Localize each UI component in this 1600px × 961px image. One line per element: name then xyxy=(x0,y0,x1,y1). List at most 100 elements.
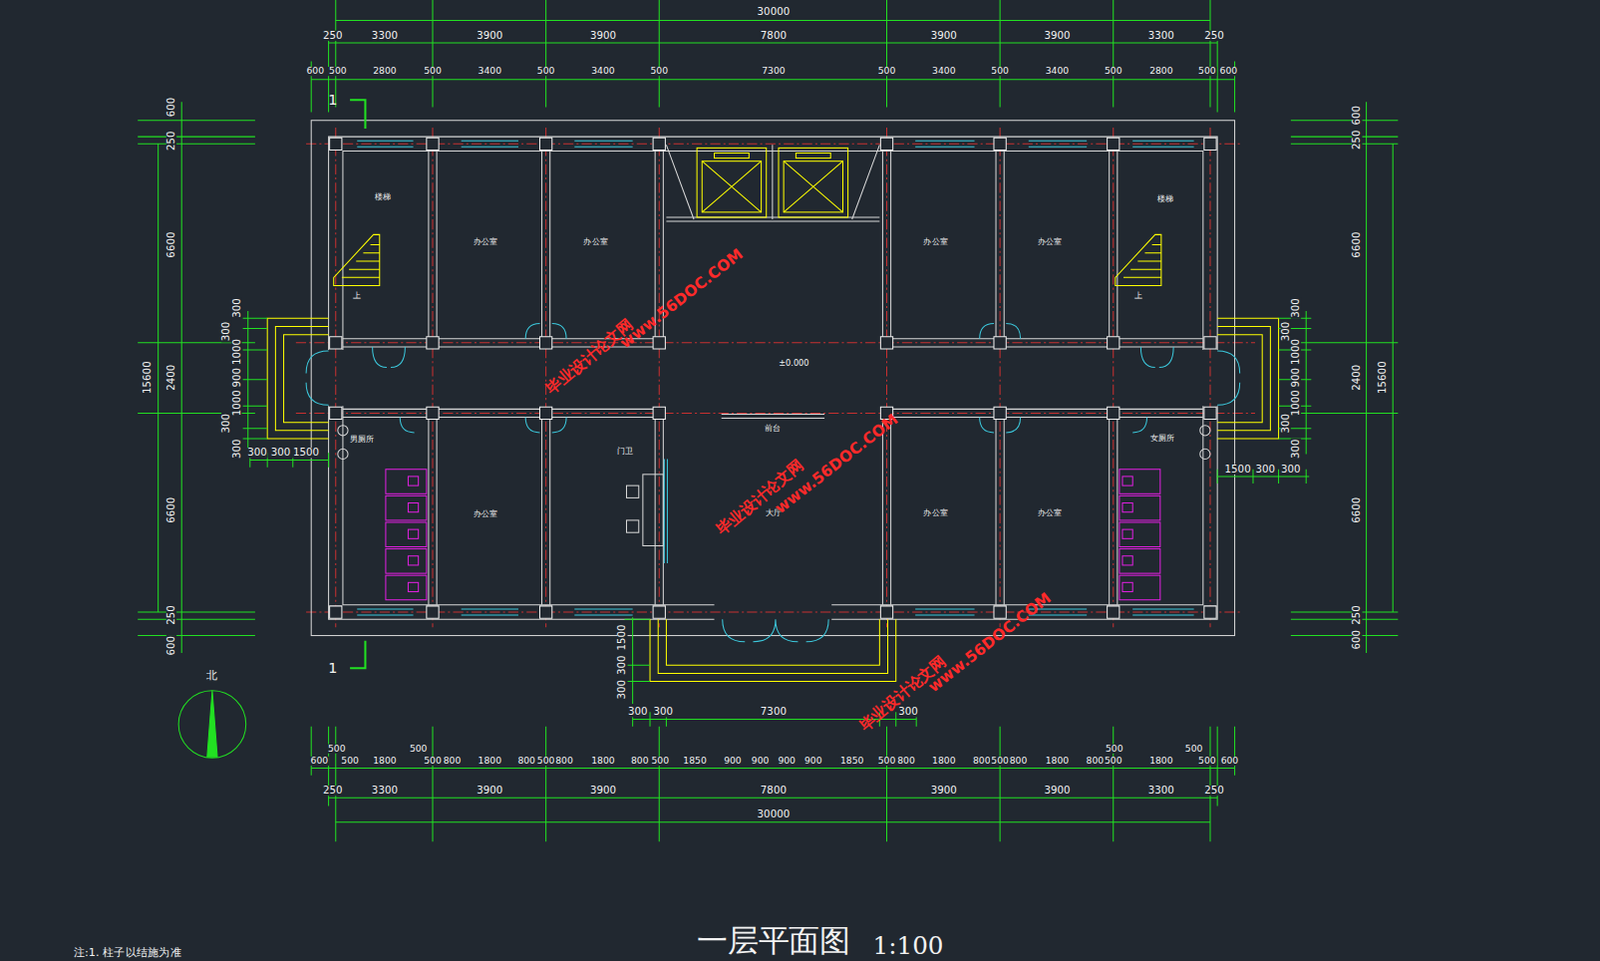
room-name: 上 xyxy=(352,292,361,301)
room: 办公室 xyxy=(553,150,652,335)
scale-text: 1:100 xyxy=(873,933,945,959)
room: 办公室 xyxy=(439,420,539,606)
drawing-title: 一层平面图 xyxy=(696,925,851,957)
room-name: 办公室 xyxy=(583,237,609,246)
dimension-text: 900 xyxy=(750,756,771,766)
dimension-lines xyxy=(137,0,1398,842)
dimension-text: 500 xyxy=(326,744,347,754)
room: 办公室 xyxy=(894,150,993,335)
dimension-text: 500 xyxy=(649,756,670,766)
dimension-text: 300 xyxy=(1290,437,1301,460)
room-name: 女厕所 xyxy=(1150,434,1176,443)
dimension-text: 2400 xyxy=(166,363,177,392)
dimension-text: 300 xyxy=(221,412,232,435)
dimension-text: 30000 xyxy=(756,6,792,17)
room: 楼梯上 xyxy=(1120,150,1204,335)
dimension-text: 1000 xyxy=(1290,337,1301,366)
dimension-text: 300 xyxy=(1280,464,1302,475)
dimension-text: 3400 xyxy=(477,66,503,76)
dimension-text: 300 xyxy=(246,447,269,458)
dimension-text: 900 xyxy=(722,756,743,766)
dimension-text: 500 xyxy=(989,756,1010,766)
dimension-text: 3300 xyxy=(1147,30,1176,41)
dimension-text: 500 xyxy=(1197,66,1218,76)
dimension-text: 3900 xyxy=(589,30,618,41)
room: 女厕所 xyxy=(1120,420,1204,606)
room: 办公室 xyxy=(1006,150,1106,335)
watermark: www.56DOC.COM xyxy=(617,246,746,351)
dimension-text: 3300 xyxy=(370,785,399,796)
dimension-text: 500 xyxy=(327,66,348,76)
dimension-text: 600 xyxy=(166,96,177,119)
dimension-text: 250 xyxy=(321,785,344,796)
dimension-text: 300 xyxy=(221,320,232,343)
dimension-text: 900 xyxy=(776,756,797,766)
dimension-text: 1850 xyxy=(681,756,707,766)
dimension-text: 3900 xyxy=(1042,785,1071,796)
dimension-text: 500 xyxy=(877,66,898,76)
columns xyxy=(329,137,1218,619)
dimension-text: 300 xyxy=(231,437,242,460)
yellow-elements xyxy=(267,147,1279,681)
room-name: 楼梯 xyxy=(1157,194,1174,203)
dimension-text: 1500 xyxy=(617,624,628,652)
dimension-text: 300 xyxy=(1280,412,1291,435)
room: 门卫 xyxy=(553,420,652,606)
dimension-text: 7300 xyxy=(760,66,786,76)
dimension-text: 500 xyxy=(1184,744,1205,754)
dimension-text: 500 xyxy=(1103,756,1124,766)
dimension-text: 3900 xyxy=(589,785,618,796)
dimension-text: 800 xyxy=(516,756,537,766)
dimension-text: 500 xyxy=(422,66,443,76)
dimension-text: 3300 xyxy=(1147,785,1176,796)
dimension-text: 1800 xyxy=(371,756,397,766)
dimension-text: 3900 xyxy=(930,785,959,796)
dimension-text: 600 xyxy=(310,756,330,766)
room: 男厕所 xyxy=(342,420,426,606)
dimension-text: 800 xyxy=(630,756,650,766)
dimension-text: 800 xyxy=(554,756,575,766)
room-name: 办公室 xyxy=(473,237,499,246)
dimension-text: 3400 xyxy=(1044,66,1070,76)
watermark: www.56DOC.COM xyxy=(926,590,1055,695)
dimension-text: 500 xyxy=(422,756,443,766)
room-name: 办公室 xyxy=(1037,237,1063,246)
dimension-text: 6600 xyxy=(1351,496,1362,525)
dimension-text: 1500 xyxy=(292,447,320,458)
dimension-text: 300 xyxy=(231,297,242,320)
room: 办公室 xyxy=(1006,420,1106,606)
dimension-text: 1800 xyxy=(590,756,616,766)
room-name: 办公室 xyxy=(473,510,499,519)
dimension-text: 600 xyxy=(305,66,325,76)
watermark: 毕业设计论文网 xyxy=(544,317,637,398)
dimension-text: 500 xyxy=(1103,66,1124,76)
dimension-text: 600 xyxy=(1351,629,1362,651)
dimension-text: 1500 xyxy=(1224,464,1253,475)
dimension-text: 300 xyxy=(627,706,649,717)
dimension-text: 250 xyxy=(1203,785,1226,796)
section-mark: 1 xyxy=(327,92,337,107)
dimension-text: 1800 xyxy=(477,756,503,766)
room-name: 办公室 xyxy=(1037,509,1063,518)
dimension-text: 300 xyxy=(1290,297,1301,320)
dimension-text: 1800 xyxy=(931,756,957,766)
dimension-text: 30000 xyxy=(756,809,792,820)
dimension-text: 800 xyxy=(1008,756,1029,766)
dimension-text: 500 xyxy=(648,66,669,76)
dimension-text: 7800 xyxy=(759,30,788,41)
room-name: 门卫 xyxy=(617,447,634,456)
dimension-text: 800 xyxy=(442,756,463,766)
dimension-text: 1000 xyxy=(231,337,242,366)
axis-lines xyxy=(296,127,1256,628)
dimension-text: 250 xyxy=(1351,604,1362,627)
dimension-text: 500 xyxy=(339,756,360,766)
dimension-text: 3900 xyxy=(475,30,504,41)
dimension-text: 3400 xyxy=(590,66,616,76)
room-name: 楼梯 xyxy=(374,192,391,201)
dimension-text: 6600 xyxy=(1351,231,1362,260)
dimension-text: 1850 xyxy=(839,756,865,766)
section-mark: 1 xyxy=(327,660,337,675)
dimension-text: 500 xyxy=(536,756,557,766)
dimension-text: 800 xyxy=(896,756,917,766)
doors-windows xyxy=(306,140,1241,641)
